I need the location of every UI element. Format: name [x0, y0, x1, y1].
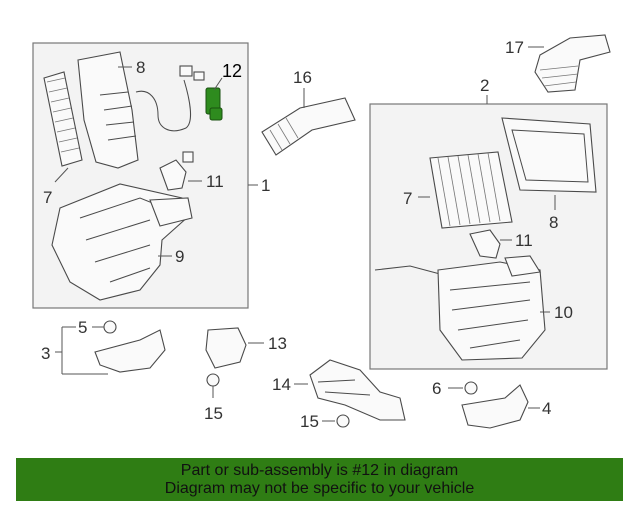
bracket-11-left: [159, 151, 202, 191]
callout-11-left: 11: [206, 172, 224, 191]
callout-12: 12: [222, 61, 242, 81]
callout-6: 6: [432, 379, 441, 398]
callout-11-right: 11: [515, 231, 533, 250]
air-cleaner-lower-case: [51, 183, 193, 301]
breather-hose: [135, 79, 191, 132]
callout-5: 5: [78, 318, 87, 337]
banner-line-1: Part or sub-assembly is #12 in diagram: [180, 461, 459, 479]
grommet-15-right: [322, 414, 350, 428]
mass-air-flow-sensor-12[interactable]: [205, 77, 223, 121]
callout-7-right: 7: [403, 189, 412, 208]
callout-17: 17: [505, 38, 524, 57]
callout-15-right: 15: [300, 412, 319, 431]
intake-duct-16: [261, 88, 356, 156]
bracket-4: [448, 381, 540, 429]
bracket-3: [55, 320, 166, 375]
callout-1: 1: [261, 176, 270, 195]
callout-16: 16: [293, 68, 312, 87]
air-cleaner-upper-case: [77, 51, 139, 169]
callout-8-left: 8: [136, 58, 145, 77]
air-cleaner-lower-case-right: [374, 255, 550, 361]
callout-3: 3: [41, 344, 50, 363]
grommet-15-left: [206, 373, 220, 398]
air-cleaner-cover-right: [501, 117, 597, 210]
intake-hose-17: [528, 34, 611, 93]
banner-line-2: Diagram may not be specific to your vehi…: [164, 479, 475, 497]
hose-connector: [179, 65, 205, 81]
resonator-duct-14: [294, 359, 406, 421]
air-filter-element-left: [43, 71, 83, 183]
callout-14: 14: [272, 375, 291, 394]
callout-2: 2: [480, 76, 489, 95]
callout-9: 9: [175, 247, 184, 266]
callout-4: 4: [542, 399, 551, 418]
callout-8-right: 8: [549, 213, 558, 232]
bracket-13: [205, 327, 264, 369]
callout-7-left: 7: [43, 188, 52, 207]
air-filter-element-right: [418, 151, 513, 229]
callout-15-left: 15: [204, 404, 223, 423]
parts-diagram: 1 2 3 4 5 6 7 7 8 8 9 10 11 11 12 13 14 …: [32, 34, 611, 431]
info-banner: Part or sub-assembly is #12 in diagram D…: [16, 458, 623, 501]
bracket-11-right: [469, 229, 512, 259]
callout-10: 10: [554, 303, 573, 322]
callout-13: 13: [268, 334, 287, 353]
